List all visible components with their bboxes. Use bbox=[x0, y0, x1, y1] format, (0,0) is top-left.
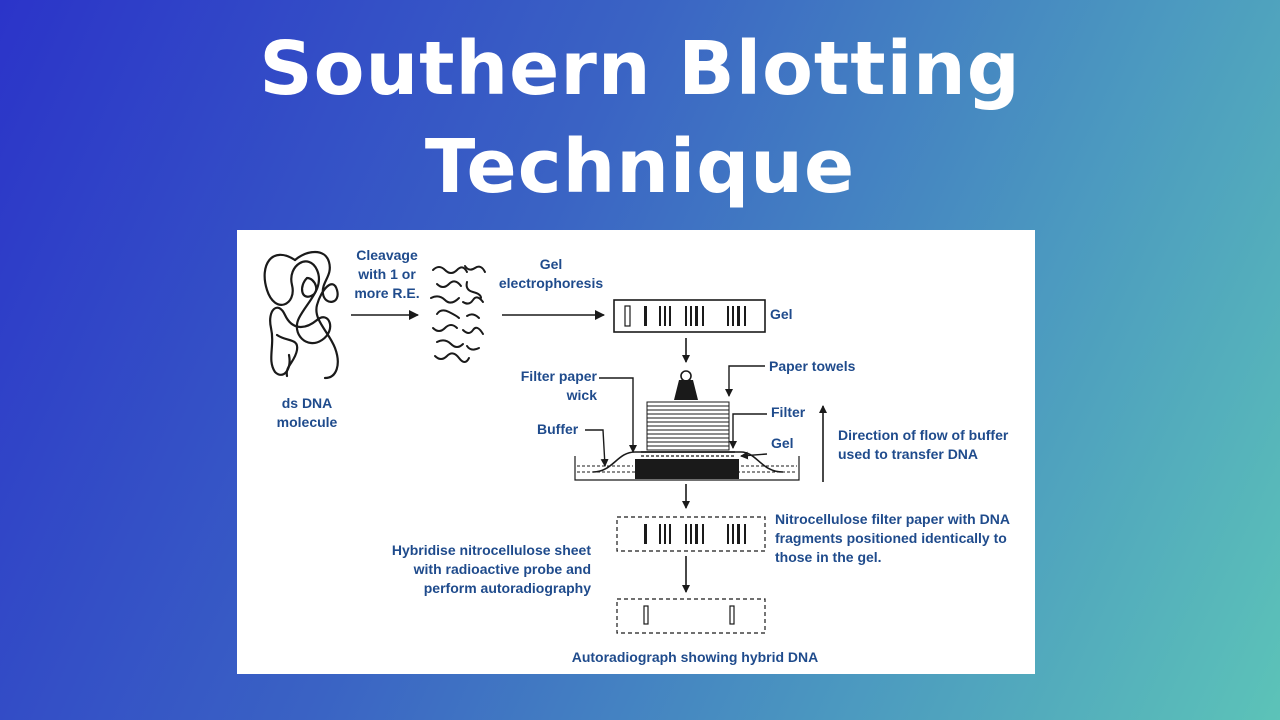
direction-label-line1: Direction of flow of buffer bbox=[838, 427, 1009, 443]
gel-electrophoresis-label-line2: electrophoresis bbox=[498, 275, 604, 291]
gel-label-top: Gel bbox=[770, 306, 793, 322]
autoradiograph bbox=[616, 598, 766, 634]
ds-dna-label-line1: ds DNA bbox=[281, 395, 333, 411]
buffer-label: Buffer bbox=[537, 421, 579, 437]
filter-paper-wick-label: Filter paper wick bbox=[487, 367, 597, 405]
pointer-lines bbox=[585, 365, 768, 467]
dna-fragments bbox=[430, 265, 486, 363]
hybridise-label-line2: with radioactive probe and bbox=[413, 561, 591, 577]
page-title-line2: Technique bbox=[424, 124, 856, 210]
gel-label-mid: Gel bbox=[771, 435, 794, 451]
cleavage-label-line2: with 1 or bbox=[358, 266, 416, 282]
cleavage-label-line1: Cleavage bbox=[356, 247, 418, 263]
gel-box bbox=[613, 299, 766, 333]
process-arrows bbox=[351, 310, 827, 593]
blotting-apparatus bbox=[574, 370, 800, 481]
southern-blot-diagram: ds DNA molecule Cleavage with 1 or more … bbox=[237, 230, 1035, 674]
hybridise-label-line1: Hybridise nitrocellulose sheet bbox=[391, 542, 591, 558]
nitrocellulose-label-line3: those in the gel. bbox=[775, 549, 882, 565]
paper-towels-label: Paper towels bbox=[769, 358, 856, 374]
page-title-line1: Southern Blotting bbox=[259, 26, 1021, 112]
filter-paper-wick-label-line1: Filter paper bbox=[520, 368, 597, 384]
nitrocellulose-label-line2: fragments positioned identically to bbox=[775, 530, 1007, 546]
filter-paper-wick-label-line2: wick bbox=[566, 387, 597, 403]
ds-dna-label: ds DNA molecule bbox=[257, 394, 357, 432]
ds-dna-label-line2: molecule bbox=[276, 414, 338, 430]
diagram-graphics bbox=[263, 250, 827, 634]
cleavage-label-line3: more R.E. bbox=[354, 285, 420, 301]
nitrocellulose-label: Nitrocellulose filter paper with DNA fra… bbox=[775, 510, 1010, 567]
hybridise-label: Hybridise nitrocellulose sheet with radi… bbox=[341, 541, 591, 598]
filter-label: Filter bbox=[771, 404, 806, 420]
hybridise-label-line3: perform autoradiography bbox=[423, 580, 591, 596]
gel-electrophoresis-label-line1: Gel bbox=[539, 256, 563, 272]
nitrocellulose-filter bbox=[616, 516, 766, 552]
direction-label: Direction of flow of buffer used to tran… bbox=[838, 426, 1008, 464]
direction-label-line2: used to transfer DNA bbox=[838, 446, 979, 462]
nitrocellulose-label-line1: Nitrocellulose filter paper with DNA bbox=[775, 511, 1010, 527]
ds-dna-coil bbox=[263, 250, 339, 380]
gel-electrophoresis-label: Gel electrophoresis bbox=[491, 255, 611, 293]
autoradiograph-label: Autoradiograph showing hybrid DNA bbox=[571, 649, 819, 665]
cleavage-label: Cleavage with 1 or more R.E. bbox=[341, 246, 433, 303]
